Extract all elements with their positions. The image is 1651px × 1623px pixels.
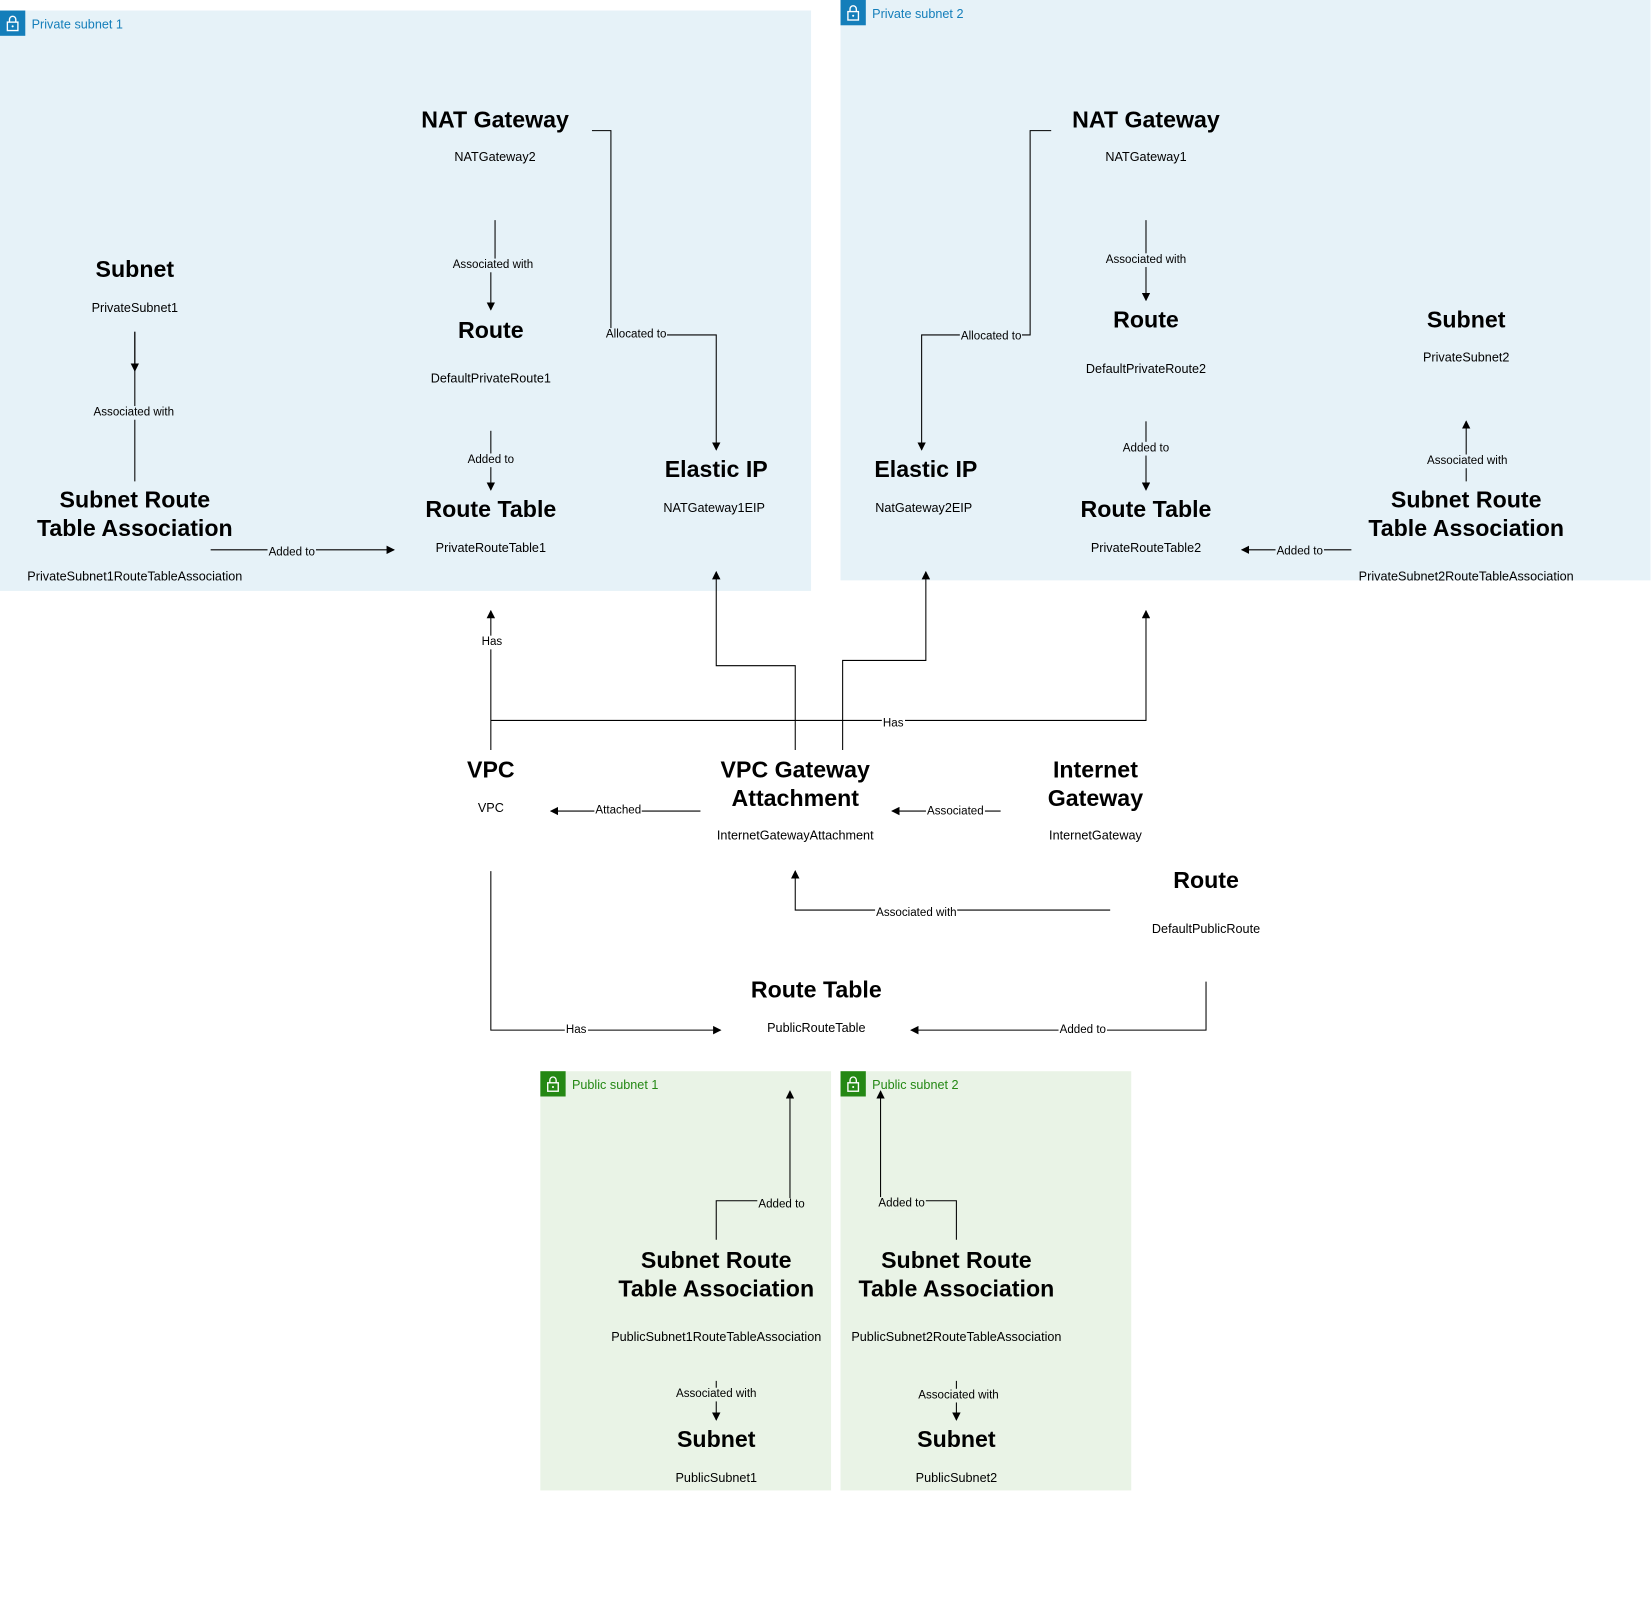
vpc-title[interactable]: VPC	[467, 756, 515, 783]
route-name: DefaultPrivateRoute1	[430, 370, 551, 386]
title-line: VPC Gateway Attachment	[720, 756, 870, 812]
edge-label: Associated with	[92, 406, 176, 420]
edge-label: Added to	[1121, 441, 1171, 456]
edge-nat2-eip1	[591, 130, 721, 451]
edge-srtapub1-rtpub	[715, 1090, 795, 1240]
title-line: Subnet Route Table Association	[36, 486, 233, 542]
subnet-title[interactable]: Subnet	[1426, 306, 1506, 333]
title-line: Subnet Route Table Association	[618, 1247, 815, 1302]
route-title[interactable]: Route	[1173, 866, 1239, 894]
subnet-route-table-association-title[interactable]: Subnet Route Table Association	[859, 1246, 1055, 1303]
edge-label: Added to	[877, 1197, 926, 1211]
edge-label: Associated	[925, 805, 985, 819]
route-table-name: PrivateRouteTable1	[435, 540, 546, 556]
edge-vga-eip2	[842, 570, 931, 750]
vpc-gateway-attachment-title[interactable]: VPC Gateway Attachment	[721, 755, 870, 812]
elastic-ip-name: NatGateway2EIP	[875, 500, 973, 516]
edge-vpc-rt2	[490, 609, 1151, 721]
lock-icon	[0, 10, 26, 36]
subnet-route-table-association-title[interactable]: Subnet Route Table Association	[618, 1246, 814, 1303]
elastic-ip-title[interactable]: Elastic IP	[874, 456, 978, 483]
title-line: Subnet Route Table Association	[858, 1247, 1055, 1302]
subnet-name: PrivateSubnet1	[91, 300, 179, 315]
edge-vga-eip1	[712, 570, 796, 750]
lock-icon	[840, 0, 866, 26]
edge-label: Associated with	[875, 906, 958, 921]
route-name: DefaultPrivateRoute2	[1085, 361, 1207, 377]
subnet-route-table-association-name: PrivateSubnet2RouteTableAssociation	[1358, 568, 1574, 584]
edge-label: Associated with	[917, 1388, 1000, 1403]
subnet-name: PublicSubnet1	[675, 1470, 758, 1486]
edge-label: Allocated to	[604, 328, 668, 342]
edge-label: Attached	[594, 804, 643, 818]
title-line: Subnet Route Table Association	[1368, 486, 1565, 542]
edge-srtapub2-rtpub	[876, 1090, 957, 1240]
edge-label: Added to	[757, 1198, 806, 1212]
group-private-subnet-2: Private subnet 2	[840, 0, 1651, 581]
vpc-gateway-attachment-name: InternetGatewayAttachment	[716, 827, 874, 843]
subnet-name: PublicSubnet2	[915, 1470, 998, 1486]
group-label: Public subnet 1	[571, 1077, 659, 1093]
vpc-name: VPC	[477, 800, 504, 816]
route-table-title[interactable]: Route Table	[425, 496, 557, 523]
nat-gateway-name: NATGateway1	[1105, 149, 1187, 165]
subnet-route-table-association-name: PublicSubnet1RouteTableAssociation	[611, 1329, 822, 1345]
route-table-title[interactable]: Route Table	[750, 976, 882, 1003]
group-private-subnet-1: Private subnet 1	[0, 10, 812, 591]
subnet-route-table-association-title[interactable]: Subnet Route Table Association	[1368, 486, 1564, 543]
edge-label: Allocated to	[959, 330, 1023, 344]
edge-label: Added to	[267, 546, 317, 560]
elastic-ip-name: NATGateway1EIP	[663, 500, 765, 516]
edge-label: Associated with	[1104, 253, 1188, 268]
group-public-subnet-2: Public subnet 2	[840, 1071, 1132, 1491]
internet-gateway-title[interactable]: Internet Gateway	[1048, 755, 1143, 812]
group-label: Private subnet 2	[872, 6, 964, 22]
group-public-subnet-1: Public subnet 1	[540, 1071, 832, 1491]
subnet-route-table-association-name: PrivateSubnet1RouteTableAssociation	[27, 568, 243, 584]
edge-label: Has	[480, 635, 504, 650]
subnet-title[interactable]: Subnet	[917, 1426, 996, 1453]
edge-routepub-rtpub	[910, 981, 1207, 1035]
route-name: DefaultPublicRoute	[1151, 921, 1261, 937]
edge-label: Associated with	[674, 1387, 758, 1402]
subnet-route-table-association-name: PublicSubnet2RouteTableAssociation	[851, 1329, 1062, 1345]
edge-routepub-vga	[791, 870, 1111, 911]
route-table-name: PublicRouteTable	[767, 1020, 866, 1036]
subnet-name: PrivateSubnet2	[1422, 349, 1510, 365]
nat-gateway-title[interactable]: NAT Gateway	[421, 106, 569, 133]
edge-label: Has	[881, 716, 905, 731]
edge-label: Has	[564, 1023, 588, 1037]
edge-label: Associated with	[451, 258, 535, 273]
group-label: Private subnet 1	[31, 16, 123, 32]
edge-nat1-eip2	[917, 130, 1052, 451]
edge-label: Added to	[1275, 545, 1325, 559]
nat-gateway-title[interactable]: NAT Gateway	[1072, 106, 1220, 133]
edge-label: Associated with	[1425, 454, 1509, 469]
subnet-title[interactable]: Subnet	[95, 255, 175, 283]
internet-gateway-name: InternetGateway	[1049, 827, 1142, 843]
edge-vpc-rtpub	[490, 871, 722, 1035]
edge-label: Added to	[466, 453, 516, 468]
lock-icon	[540, 1071, 566, 1097]
route-table-title[interactable]: Route Table	[1080, 496, 1212, 523]
title-line: Internet Gateway	[1047, 756, 1144, 812]
group-label: Public subnet 2	[872, 1077, 959, 1093]
edge-label: Added to	[1058, 1023, 1108, 1037]
route-title[interactable]: Route	[458, 317, 524, 344]
route-table-name: PrivateRouteTable2	[1090, 540, 1202, 556]
elastic-ip-title[interactable]: Elastic IP	[664, 456, 768, 483]
nat-gateway-name: NATGateway2	[454, 149, 536, 165]
lock-icon	[840, 1071, 866, 1097]
subnet-route-table-association-title[interactable]: Subnet Route Table Association	[37, 486, 233, 543]
subnet-title[interactable]: Subnet	[676, 1426, 756, 1453]
route-title[interactable]: Route	[1113, 306, 1179, 333]
